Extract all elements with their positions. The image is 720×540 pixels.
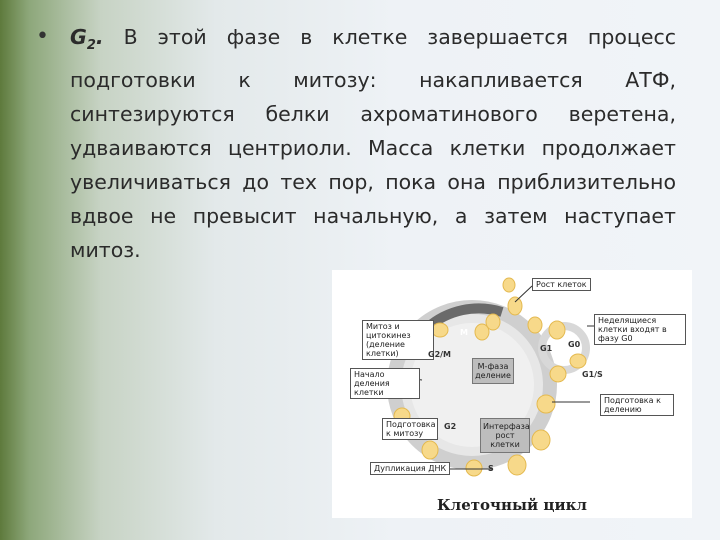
paragraph-body: В этой фазе в клетке завершается процесс… <box>70 25 676 263</box>
phase-m: M <box>460 328 468 337</box>
bullet-paragraph: • G2. В этой фазе в клетке завершается п… <box>36 20 676 267</box>
phase-g1: G1 <box>540 344 553 353</box>
interphase-box: Интерфаза рост клетки <box>480 418 530 453</box>
phase-g2: G2 <box>444 422 457 431</box>
paragraph-text: G2. В этой фазе в клетке завершается про… <box>70 20 676 267</box>
label-prep-division: Подготовка к делению <box>600 394 674 416</box>
figure-caption: Клеточный цикл <box>436 496 588 514</box>
label-growth: Рост клеток <box>532 278 591 291</box>
label-mitosis: Митоз и цитокинез (деление клетки) <box>362 320 434 360</box>
label-division-start: Начало деления клетки <box>350 368 420 399</box>
bullet-marker: • <box>36 24 49 49</box>
cycle-inner <box>410 323 534 447</box>
label-dna-dup: Дупликация ДНК <box>370 462 451 475</box>
label-prep-mitosis: Подготовка к митозу <box>382 418 438 440</box>
phase-g1s: G1/S <box>582 370 603 379</box>
label-nondividing: Неделящиеся клетки входят в фазу G0 <box>594 314 686 345</box>
g2-term: G2. <box>70 25 104 54</box>
cell-cycle-figure: Рост клеток Митоз и цитокинез (деление к… <box>332 270 692 518</box>
phase-g0: G0 <box>568 340 581 349</box>
phase-s: S <box>488 464 494 473</box>
m-phase-box: M-фаза деление <box>472 358 514 384</box>
phase-g2m: G2/M <box>428 350 452 359</box>
